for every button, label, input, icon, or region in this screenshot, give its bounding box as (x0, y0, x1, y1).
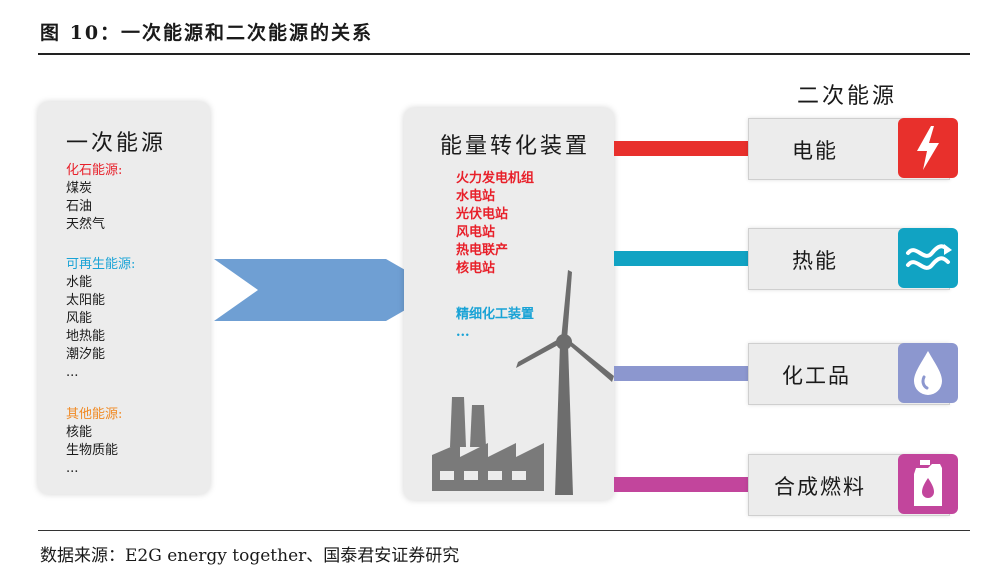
chemical-device-list: 精细化工装置 ... (456, 306, 534, 342)
list-item: 水能 (66, 275, 93, 290)
other-energy-label: 其他能源: (66, 407, 123, 422)
conversion-device-panel (404, 108, 614, 500)
droplet-icon (914, 351, 942, 395)
output-label-heat: 热能 (792, 249, 838, 273)
list-item: 热电联产 (456, 243, 509, 258)
heat-wave-icon (906, 244, 952, 270)
list-item: 石油 (66, 199, 93, 214)
lightning-icon (917, 126, 939, 170)
output-tile-electricity (898, 118, 958, 178)
output-label-synthetic-fuel: 合成燃料 (774, 475, 866, 499)
fuel-canister-icon (914, 460, 942, 506)
connector-heat (614, 251, 750, 266)
figure-title: 图 10：一次能源和二次能源的关系 (40, 22, 374, 44)
list-item: 精细化工装置 (456, 307, 535, 322)
connector-chemicals (614, 366, 750, 381)
output-tile-synthetic-fuel (898, 454, 958, 514)
source-note: 数据来源：E2G energy together、国泰君安证券研究 (40, 546, 460, 566)
conversion-device-title: 能量转化装置 (440, 134, 591, 159)
connector-synthetic-fuel (614, 477, 750, 492)
list-item: ... (66, 365, 79, 380)
flow-arrow (214, 259, 440, 321)
list-item: 煤炭 (66, 181, 93, 196)
list-item: ... (456, 325, 470, 340)
list-item: 核能 (66, 425, 93, 440)
list-item: 天然气 (66, 217, 106, 232)
bottom-rule (38, 530, 970, 531)
list-item: 核电站 (456, 261, 496, 276)
list-item: 光伏电站 (456, 207, 509, 222)
top-rule (38, 53, 970, 55)
renewable-energy-group: 可再生能源: 水能 太阳能 风能 地热能 潮汐能 ... (66, 256, 135, 382)
primary-energy-title: 一次能源 (66, 131, 167, 156)
fossil-energy-label: 化石能源: (66, 163, 123, 178)
output-tile-chemicals (898, 343, 958, 403)
output-tile-heat (898, 228, 958, 288)
output-label-chemicals: 化工品 (782, 364, 851, 388)
list-item: 风能 (66, 311, 93, 326)
list-item: 水电站 (456, 189, 496, 204)
list-item: 潮汐能 (66, 347, 106, 362)
secondary-energy-title: 二次能源 (797, 84, 898, 109)
power-plant-list: 火力发电机组 水电站 光伏电站 风电站 热电联产 核电站 (456, 170, 534, 278)
factory-icon (432, 397, 544, 491)
renewable-energy-label: 可再生能源: (66, 257, 136, 272)
list-item: 太阳能 (66, 293, 106, 308)
list-item: 风电站 (456, 225, 496, 240)
list-item: 火力发电机组 (456, 171, 535, 186)
connector-electricity (614, 141, 750, 156)
primary-energy-panel (38, 102, 210, 494)
other-energy-group: 其他能源: 核能 生物质能 ... (66, 406, 122, 478)
wind-turbine-icon (516, 270, 614, 495)
output-label-electricity: 电能 (792, 139, 838, 163)
list-item: 生物质能 (66, 443, 119, 458)
list-item: ... (66, 461, 79, 476)
list-item: 地热能 (66, 329, 106, 344)
fossil-energy-group: 化石能源: 煤炭 石油 天然气 (66, 162, 122, 234)
